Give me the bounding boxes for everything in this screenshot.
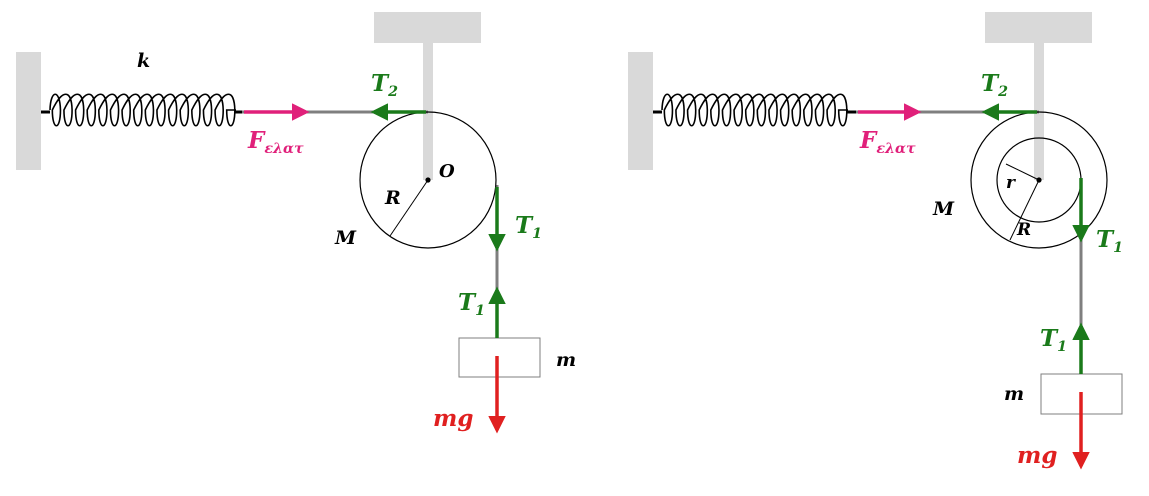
left-label-mg: mg xyxy=(433,405,473,432)
left-wall xyxy=(16,52,41,170)
left-label-m-pulley: M xyxy=(334,227,357,249)
left-label-t1-block: T1 xyxy=(458,289,485,319)
left-label-k: k xyxy=(137,50,150,72)
right-label-mg: mg xyxy=(1017,442,1057,469)
left-label-m-block: m xyxy=(556,349,576,371)
right-pulley-outer xyxy=(970,111,1108,249)
left-pulley xyxy=(359,111,497,249)
left-ceiling-block xyxy=(374,12,481,43)
right-spring xyxy=(661,93,848,127)
left-label-t1-right: T1 xyxy=(515,212,542,242)
right-label-m-pulley: M xyxy=(932,198,955,220)
right-label-t1-block: T1 xyxy=(1040,325,1067,355)
left-label-r: R xyxy=(384,187,401,209)
left-diagram: k Fελατ T2 O R M T1 T1 m mg xyxy=(16,12,576,434)
left-radius-line xyxy=(389,179,429,237)
right-wall xyxy=(628,52,653,170)
right-label-t1-right: T1 xyxy=(1096,226,1123,256)
left-label-elastic-force: Fελατ xyxy=(247,127,304,157)
right-outer-radius-line xyxy=(1009,179,1040,241)
right-label-r-outer: R xyxy=(1016,220,1031,240)
left-label-t2: T2 xyxy=(371,70,398,100)
left-block xyxy=(458,337,541,378)
right-ceiling-block xyxy=(985,12,1092,43)
right-label-m-block: m xyxy=(1004,383,1024,405)
left-label-o: O xyxy=(439,161,455,182)
right-label-r-inner: r xyxy=(1006,173,1016,193)
right-diagram: Fελατ T2 r R M T1 T1 m mg xyxy=(628,12,1123,470)
right-label-elastic-force: Fελατ xyxy=(859,127,916,157)
left-spring xyxy=(49,93,236,127)
right-inner-radius-line xyxy=(1005,163,1040,181)
right-label-t2: T2 xyxy=(981,70,1008,100)
